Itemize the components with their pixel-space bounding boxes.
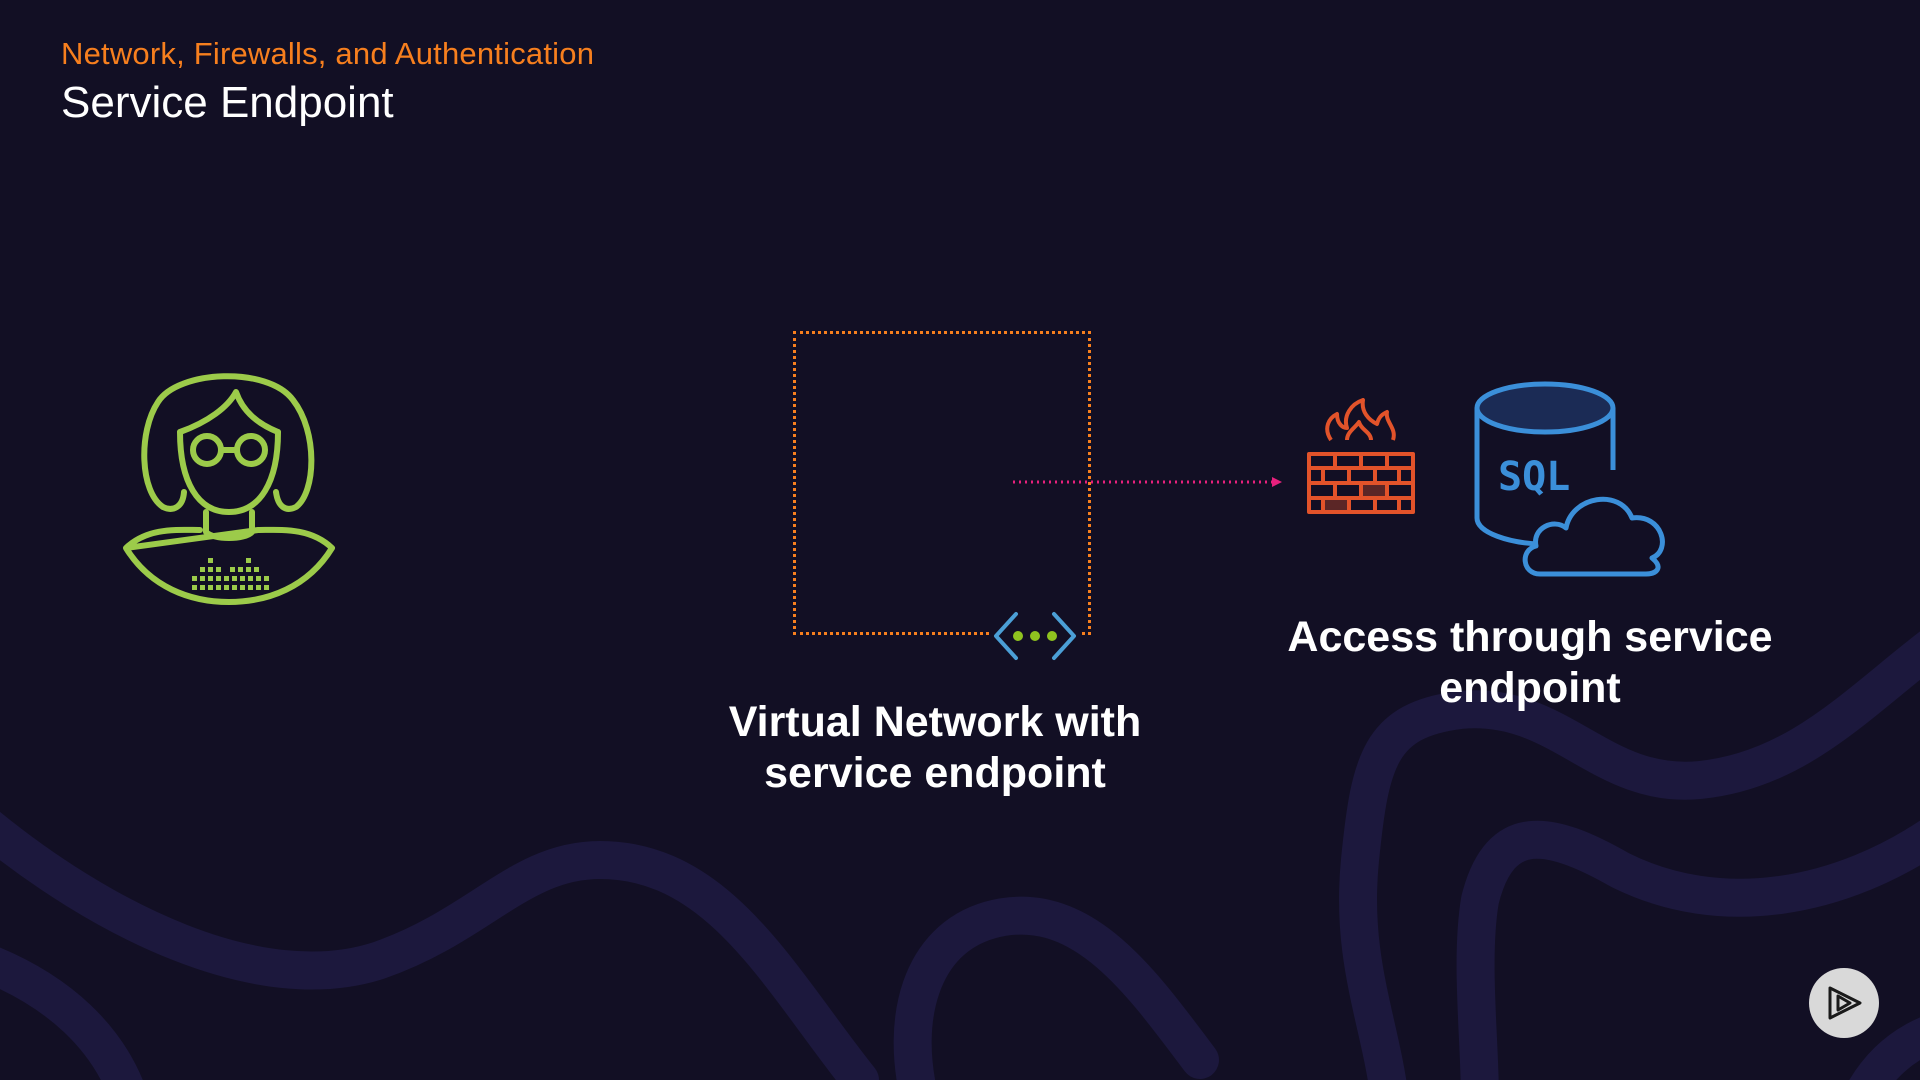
vnet-label-line1: Virtual Network with [728,698,1142,746]
firewall-icon [1307,398,1415,514]
access-label: Access through service endpoint [1270,612,1790,714]
virtual-network-label: Virtual Network with service endpoint [700,697,1170,799]
vnet-label-line2: service endpoint [764,749,1106,797]
access-label-line2: endpoint [1439,664,1621,712]
sql-text: SQL [1498,454,1570,500]
service-endpoint-icon [990,612,1080,660]
person-icon [123,373,335,605]
play-logo-button[interactable] [1809,968,1879,1038]
virtual-network-box [793,331,1091,635]
play-logo-icon [1828,986,1862,1020]
connection-arrow [1013,477,1282,487]
page-title: Service Endpoint [61,78,394,127]
deck-subtitle: Network, Firewalls, and Authentication [61,36,595,71]
sql-database-cloud-icon: SQL [1474,381,1665,577]
access-label-line1: Access through service [1287,613,1773,661]
